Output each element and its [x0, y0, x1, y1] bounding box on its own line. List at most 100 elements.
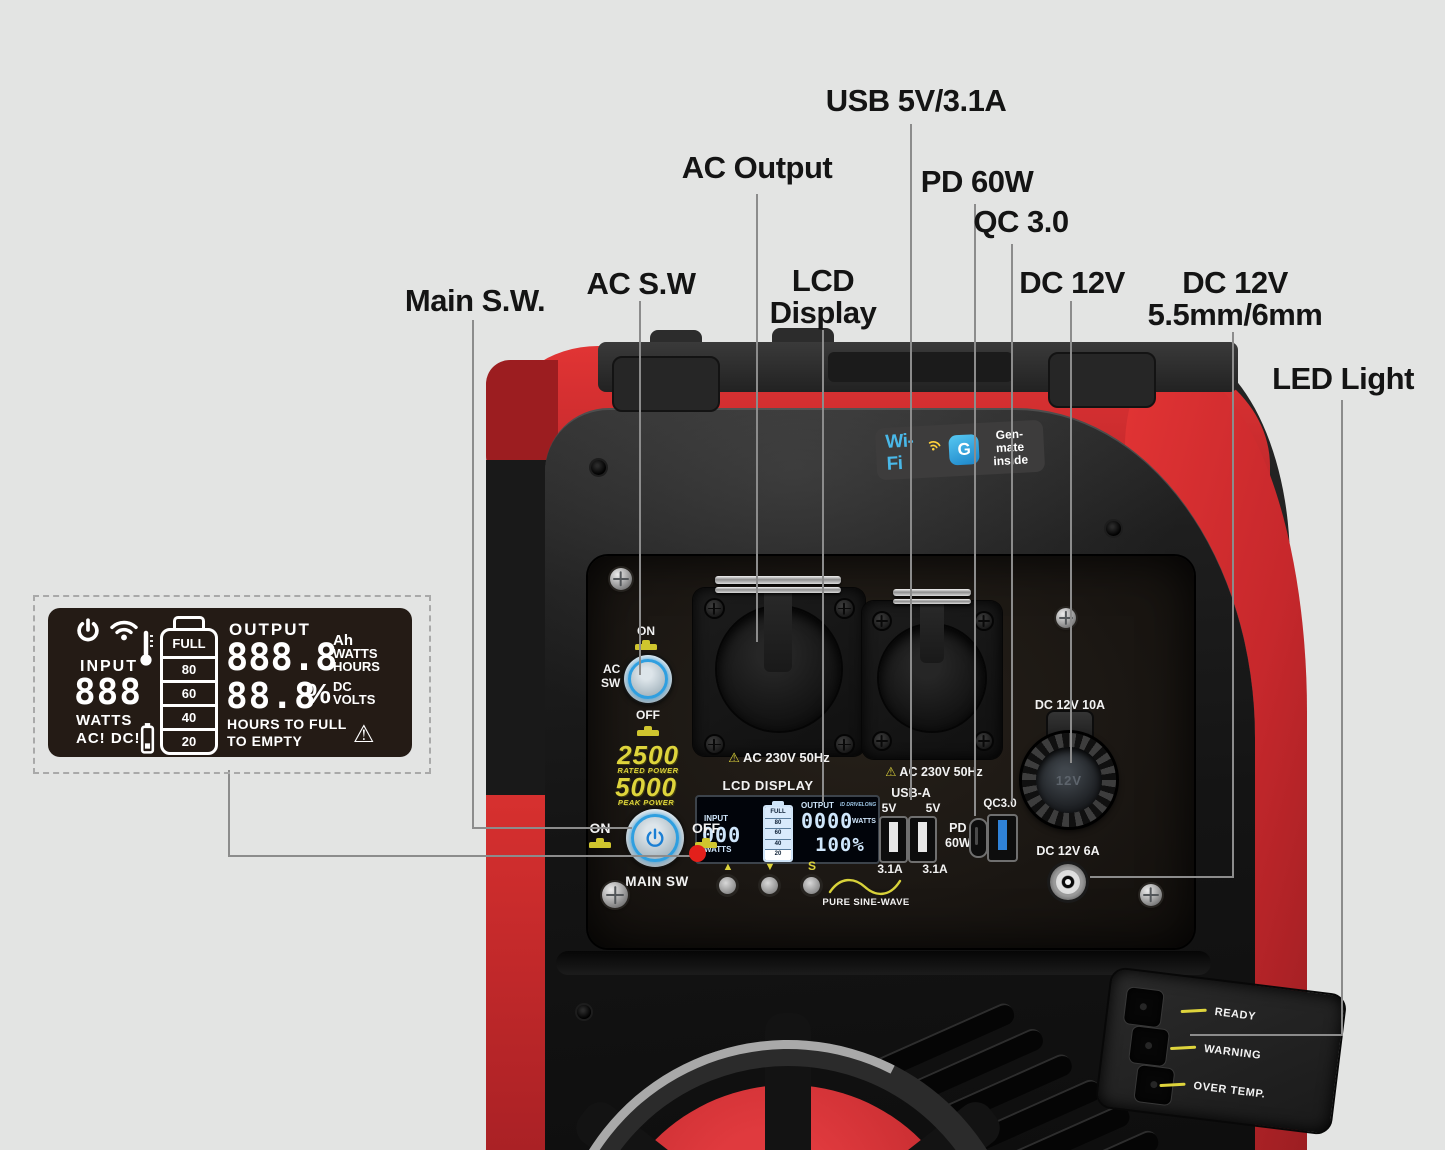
body-groove [556, 951, 1211, 975]
peak-power-value: 5000 [615, 772, 677, 802]
battery-level: 80 [163, 659, 215, 683]
main-on-indicator [589, 838, 611, 848]
lcd-corner-red-dot [689, 845, 706, 862]
lcd-up-button[interactable] [719, 877, 736, 894]
inset-hours-line2: TO EMPTY [227, 733, 303, 749]
panel-lcd-screen: INPUT 000 WATTS FULL 80 60 40 20 OUTPUT … [695, 795, 880, 864]
lcd-input-unit: WATTS [704, 845, 732, 854]
inset-hours-line1: HOURS TO FULL [227, 716, 347, 732]
pd-60w-label: PD 60W [945, 821, 971, 851]
callout-lcd-line2: Display [769, 295, 877, 330]
acsw-off-indicator [637, 726, 659, 736]
lcd-up-glyph: ▲ [722, 861, 734, 873]
usb-a-port-1 [879, 816, 908, 863]
genmate-line1: Gen-mate [995, 426, 1024, 454]
panel-screw [610, 568, 632, 590]
lcd-battery-level: 20 [765, 850, 791, 860]
unit-watts: WATTS [333, 646, 378, 661]
callout-ac-sw: AC S.W [586, 266, 696, 301]
unit-hours: HOURS [333, 659, 380, 674]
callout-led: LED Light [1272, 361, 1414, 396]
callout-qc: QC 3.0 [973, 204, 1069, 239]
callout-line-led [1341, 400, 1343, 1036]
main-switch-button[interactable] [626, 809, 684, 867]
lcd-battery-level: 40 [765, 839, 791, 851]
lcd-select-button[interactable] [803, 877, 820, 894]
body-rivet [577, 1005, 591, 1019]
outlet-screw [976, 613, 992, 629]
ac-outlet-1-lid [764, 588, 792, 672]
warning-triangle-icon: ⚠ [885, 765, 897, 779]
main-off-label: OFF [692, 820, 720, 836]
inset-output-label: OUTPUT [229, 620, 311, 639]
callout-line-main-sw [472, 320, 474, 829]
callout-line-qc [1011, 244, 1013, 802]
unit-volts: VOLTS [333, 692, 376, 707]
lcd-input-label: INPUT [704, 814, 728, 823]
acsw-on-label: ON [637, 624, 655, 638]
qc30-label: QC3.0 [983, 798, 1017, 810]
inset-input-value: 888 [74, 672, 143, 713]
ac-outlet-2-hinge [893, 589, 971, 596]
callout-dc55-line1: DC 12V [1182, 265, 1288, 300]
body-rivet [1106, 521, 1121, 536]
usb-v2-label: 5V [925, 801, 941, 815]
lcd-legend-screen: INPUT 888 WATTS AC! DC! FULL 80 60 40 20… [48, 608, 412, 757]
lcd-legend-inset: INPUT 888 WATTS AC! DC! FULL 80 60 40 20… [33, 595, 431, 774]
inset-percent-value: 88.8 [226, 676, 317, 717]
wifi-signal-icon [928, 440, 941, 451]
battery-gauge-cap [173, 616, 205, 629]
outlet-screw [836, 736, 853, 753]
inset-battery-gauge: FULL 80 60 40 20 [160, 616, 218, 755]
callout-line-dc12v [1070, 301, 1072, 763]
pd-line2: 60W [945, 836, 971, 850]
usb-a2-label: 3.1A [922, 862, 948, 876]
inset-dc-units: DC VOLTS [333, 680, 375, 706]
outlet-screw [706, 736, 723, 753]
led-overtemp-label: OVER TEMP. [1192, 1079, 1267, 1101]
panel-screw [1056, 608, 1076, 628]
lcd-battery-level: FULL [765, 807, 791, 819]
panel-screw [602, 882, 628, 908]
rated-power-label: RATED POWER [617, 766, 679, 775]
outlet1-rating: ⚠ AC 230V 50Hz [728, 750, 830, 766]
qc30-port [987, 814, 1018, 862]
callout-line-lcd [822, 330, 824, 802]
ac-outlet-1-hinge2 [715, 587, 841, 593]
callout-line-ac-output [756, 194, 758, 642]
power-icon [77, 618, 99, 642]
acsw-sw: SW [601, 676, 621, 690]
inset-percent-sign: % [306, 678, 331, 709]
handle-bracket-right [1048, 352, 1156, 408]
main-sw-label: MAIN SW [625, 874, 689, 889]
thermometer-icon [140, 630, 153, 666]
callout-line-ac-sw [639, 301, 641, 675]
sine-wave-icon [828, 878, 902, 895]
pd-line1: PD [949, 821, 967, 835]
inset-output-units: Ah WATTS HOURS [333, 633, 380, 674]
body-rivet [591, 460, 606, 475]
callout-line-led-h [1190, 1034, 1343, 1036]
ac-outlet-2-lid [920, 601, 944, 663]
usb-c-pd-port [969, 818, 988, 858]
main-off-indicator [695, 838, 717, 848]
callout-line-main-sw-h [472, 827, 632, 829]
callout-dc12v: DC 12V [1019, 265, 1125, 300]
peak-power-label: PEAK POWER [617, 798, 675, 807]
led-warning-label: WARNING [1203, 1042, 1262, 1062]
battery-level: 40 [163, 707, 215, 731]
inset-output-value: 888.8 [226, 636, 338, 679]
callout-lcd-line1: LCD [791, 263, 855, 298]
callout-line-inset [228, 770, 230, 857]
lcd-output-unit: WATTS [852, 818, 876, 825]
usb-a1-label: 3.1A [877, 862, 903, 876]
callout-line-dc55-h [1090, 876, 1234, 878]
wifi-icon [110, 620, 138, 641]
lcd-down-button[interactable] [761, 877, 778, 894]
wifi-label: Wi-Fi [884, 430, 914, 475]
dc-socket-embossed-text: 12V [1055, 772, 1083, 788]
ac-switch-button[interactable] [624, 655, 672, 703]
callout-pd: PD 60W [920, 164, 1034, 199]
callout-line-usb [910, 124, 912, 800]
outlet1-rating-text: AC 230V 50Hz [743, 750, 830, 765]
